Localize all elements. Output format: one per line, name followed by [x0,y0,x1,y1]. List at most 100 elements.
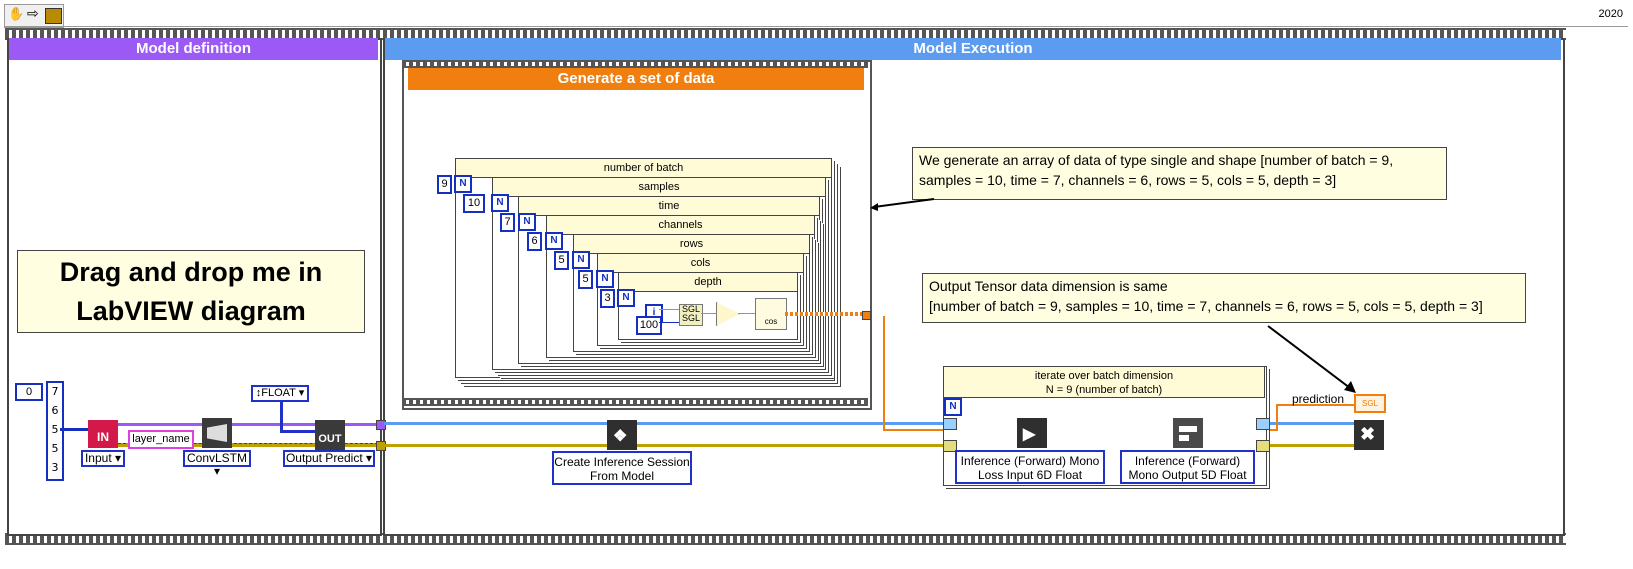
error-wire [118,443,383,447]
output-predict-ring[interactable]: Output Predict ▾ [283,450,375,467]
generate-note: We generate an array of data of type sin… [912,147,1447,200]
inference-output-label: Inference (Forward) Mono Output 5D Float [1128,454,1247,482]
output-note-line1: Output Tensor data dimension is same [929,278,1168,294]
shape-value-1: 6 [51,404,59,417]
sgl-to-divide-wire [701,313,717,314]
inference-input-label: Inference (Forward) Mono Loss Input 6D F… [960,454,1100,482]
run-highlight-icon[interactable] [45,8,62,24]
output-icon-bar-2 [1179,435,1189,441]
out-label: OUT [318,433,342,445]
create-session-ring[interactable]: Create Inference Session From Model [552,451,692,485]
output-arrow [1267,325,1356,393]
n-terminal-cols: N [596,270,614,288]
hand-icon[interactable]: ✋ [8,7,25,22]
array-down-wire [883,316,885,431]
batch-loop-title-2: N = 9 (number of batch) [1045,384,1163,396]
inference-output-ring[interactable]: Inference (Forward) Mono Output 5D Float [1120,450,1255,484]
prediction-label: prediction [1292,392,1345,406]
close-x-icon: ✖ [1360,424,1376,444]
count-depth[interactable]: 3 [600,289,615,308]
output-note: Output Tensor data dimension is same [nu… [922,273,1526,323]
toolbar-divider [5,26,1628,27]
output-icon-bar-1 [1179,426,1197,432]
loop-depth-title: depth [618,272,798,292]
shape-value-4: 3 [51,461,59,474]
output-predict-label: Output Predict [285,451,363,465]
generate-arrow [870,198,935,211]
error-shift-right [1256,440,1270,452]
convlstm-vi[interactable] [202,418,232,448]
layer-name-value: layer_name [132,433,190,445]
count-channels[interactable]: 6 [527,232,542,251]
divide-to-cos-wire [738,313,755,314]
convlstm-ring-label: ConvLSTM [186,451,248,465]
error-shift-left [943,440,957,452]
model-definition-title: Model definition [9,38,378,60]
create-session-vi[interactable]: ❖ [607,420,637,450]
inference-input-vi[interactable]: ▶ [1017,418,1047,448]
layer-name-constant[interactable]: layer_name [128,430,194,449]
n-terminal-batch: N [454,175,472,193]
drag-drop-note: Drag and drop me in LabVIEW diagram [17,250,365,333]
array-output-wire [785,312,865,316]
inference-input-ring[interactable]: Inference (Forward) Mono Loss Input 6D F… [955,450,1105,484]
sgl-b-label: SGL [681,313,700,323]
model-wire [118,423,383,426]
loop-batch-title: number of batch [455,158,832,178]
cos-icon[interactable]: cos [755,298,787,330]
n-terminal-rows: N [572,251,590,269]
count-batch[interactable]: 9 [437,175,452,194]
convlstm-icon [207,424,227,442]
prediction-wire-h [1276,404,1356,406]
create-session-label: Create Inference Session From Model [554,455,690,483]
shape-value-3: 5 [51,442,59,455]
create-session-icon: ❖ [613,428,628,445]
const-100[interactable]: 100 [636,316,662,335]
output-note-line2: [number of batch = 9, samples = 10, time… [929,298,1483,314]
n-terminal-samples: N [491,194,509,212]
count-rows[interactable]: 5 [554,251,569,270]
count-samples[interactable]: 10 [463,194,485,213]
batch-loop-title-1: iterate over batch dimension [1034,370,1174,382]
batch-n-terminal: N [944,398,962,416]
inference-output-vi[interactable] [1173,418,1203,448]
generate-data-title: Generate a set of data [408,68,864,90]
generate-film-bottom [402,398,868,406]
count-cols[interactable]: 5 [578,270,593,289]
input-layer-vi[interactable]: IN [88,420,118,448]
release-session-vi[interactable]: ✖ [1354,420,1384,450]
convlstm-ring[interactable]: ConvLSTM ▾ [183,450,251,478]
cos-label: cos [764,317,778,326]
exec-error-wire [384,444,1384,447]
prediction-indicator[interactable]: SGL [1354,394,1386,413]
100-to-sgl-wire [659,322,679,323]
batch-loop-header: iterate over batch dimension N = 9 (numb… [943,366,1265,398]
loop-time-title: time [518,196,820,216]
shape-value-0: 7 [51,385,59,398]
count-time[interactable]: 7 [500,213,515,232]
float-ring[interactable]: ↕FLOAT ▾ [251,385,309,402]
shape-array-constant[interactable]: 7 6 5 5 3 [46,381,64,481]
prediction-wire-v [1276,404,1278,431]
in-label: IN [97,430,109,444]
to-sgl-nodes[interactable]: SGL SGL [679,304,703,326]
loop-rows-title: rows [573,234,810,254]
input-ring-label: Input [84,451,112,465]
toolbar-group: ✋ ⇨ [4,4,64,28]
n-terminal-depth: N [617,289,635,307]
shape-zero-constant[interactable]: 0 [15,383,43,401]
play-forward-icon: ▶ [1023,426,1036,443]
shape-zero-value: 0 [25,386,33,398]
output-layer-vi[interactable]: OUT [315,420,345,450]
loop-channels-title: channels [546,215,815,235]
input-ring[interactable]: Input ▾ [81,450,125,467]
arrow-right-icon[interactable]: ⇨ [27,6,39,22]
n-terminal-time: N [518,213,536,231]
i-to-sgl-wire [659,309,679,310]
shape-value-2: 5 [51,423,59,436]
shape-wire [60,428,90,431]
generate-film-top [402,60,868,68]
n-terminal-channels: N [545,232,563,250]
model-tunnel [376,420,386,430]
float-wire [280,402,283,432]
